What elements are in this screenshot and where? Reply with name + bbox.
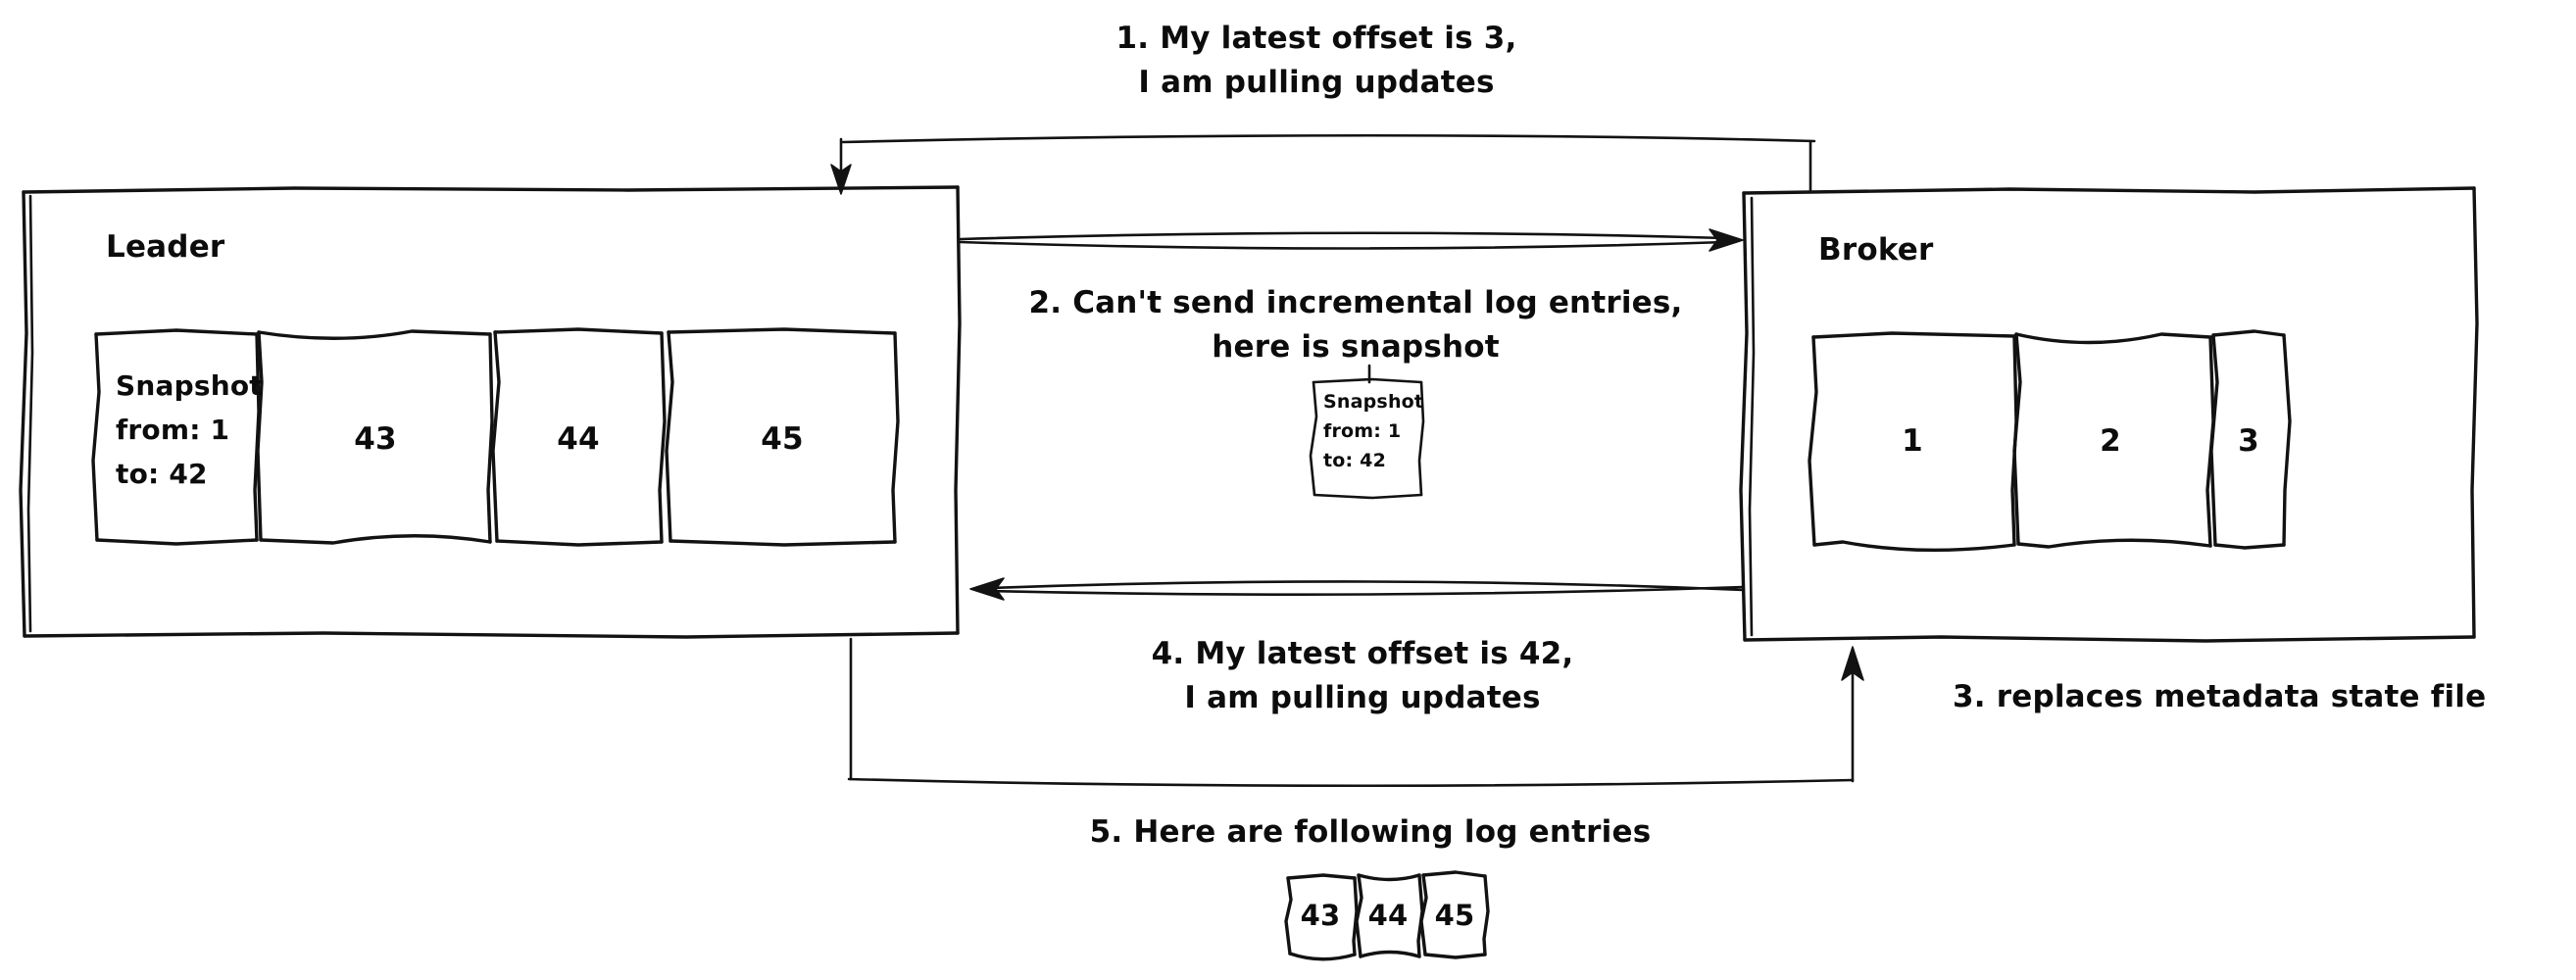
edge-2-label-line2: here is snapshot xyxy=(1212,329,1500,365)
snapshot-packet-line1: Snapshot xyxy=(1323,391,1424,413)
leader-snapshot-cell-line2: from: 1 xyxy=(116,414,230,446)
edge-1-label-line2: I am pulling updates xyxy=(1138,65,1495,100)
snapshot-packet-line2: from: 1 xyxy=(1323,420,1402,442)
broker-node-title: Broker xyxy=(1818,232,1934,268)
leader-log-cell-label-44: 44 xyxy=(557,421,600,457)
broker-log-cell-label-3: 3 xyxy=(2238,423,2259,459)
packet-cell-label-45: 45 xyxy=(1434,899,1475,932)
edge-4-connector[interactable] xyxy=(969,577,1745,601)
edge-1-connector[interactable] xyxy=(830,133,1816,195)
leader-node-title: Leader xyxy=(106,229,225,265)
edge-1-label-line1: 1. My latest offset is 3, xyxy=(1115,21,1517,56)
edge-2-label-line1: 2. Can't send incremental log entries, xyxy=(1028,285,1683,320)
edge-4-label-line1: 4. My latest offset is 42, xyxy=(1151,636,1574,671)
edge-5-label-line1: 5. Here are following log entries xyxy=(1089,814,1652,850)
edge-4-label-line2: I am pulling updates xyxy=(1184,680,1541,715)
leader-log-cell-label-45: 45 xyxy=(761,421,804,457)
leader-snapshot-cell-line1: Snapshot xyxy=(116,369,263,402)
packet-cell-label-44: 44 xyxy=(1367,899,1409,932)
step-3-annotation: 3. replaces metadata state file xyxy=(1953,679,2487,714)
leader-log-cell-label-43: 43 xyxy=(354,421,397,457)
broker-log-cell-label-1: 1 xyxy=(1902,423,1923,459)
broker-log-cell-label-2: 2 xyxy=(2100,423,2121,459)
snapshot-packet-line3: to: 42 xyxy=(1323,450,1386,471)
packet-cell-label-43: 43 xyxy=(1300,899,1341,932)
edge-2-connector[interactable] xyxy=(959,228,1744,252)
leader-snapshot-cell-line3: to: 42 xyxy=(116,458,208,490)
